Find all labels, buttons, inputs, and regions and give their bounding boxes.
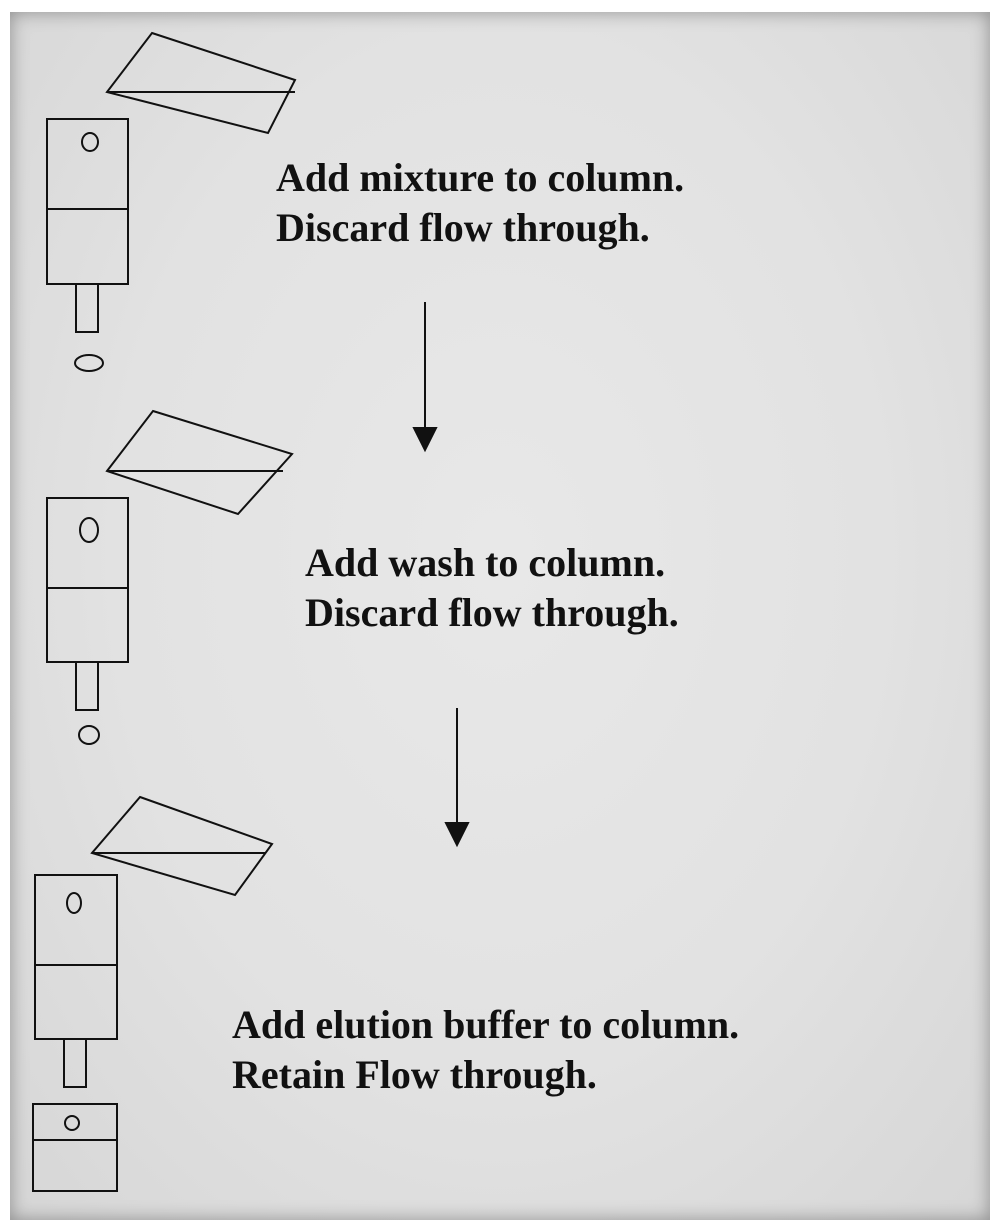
collection-tube [32, 1103, 118, 1192]
step1-line2: Discard flow through. [276, 205, 650, 250]
step1-line1: Add mixture to column. [276, 155, 685, 200]
step2-column [46, 497, 129, 663]
step1-column-tip [75, 283, 99, 333]
step1-instruction: Add mixture to column. Discard flow thro… [276, 153, 684, 253]
step3-column-tip [63, 1038, 87, 1088]
diagram-panel [10, 12, 990, 1220]
step3-instruction: Add elution buffer to column. Retain Flo… [232, 1000, 739, 1100]
step2-instruction: Add wash to column. Discard flow through… [305, 538, 679, 638]
step3-apparatus [32, 795, 274, 1192]
step1-tube-cap [105, 31, 297, 135]
step2-tube-cap [105, 409, 294, 516]
step3-column [34, 874, 118, 1040]
arrow-1 [412, 302, 438, 453]
step1-column [46, 118, 129, 285]
arrow-2 [444, 708, 470, 848]
step1-droplet [74, 354, 104, 372]
step3-tube-cap [90, 795, 274, 897]
step2-droplet [78, 725, 100, 745]
step1-apparatus [46, 31, 297, 372]
step2-apparatus [46, 409, 294, 745]
step2-column-tip [75, 661, 99, 711]
step3-column-hole [66, 892, 82, 914]
collection-tube-hole [64, 1115, 80, 1131]
step1-column-hole [81, 132, 99, 152]
step3-line1: Add elution buffer to column. [232, 1002, 740, 1047]
step3-line2: Retain Flow through. [232, 1052, 597, 1097]
step2-line1: Add wash to column. [305, 540, 666, 585]
step2-column-hole [79, 517, 99, 543]
step2-line2: Discard flow through. [305, 590, 679, 635]
